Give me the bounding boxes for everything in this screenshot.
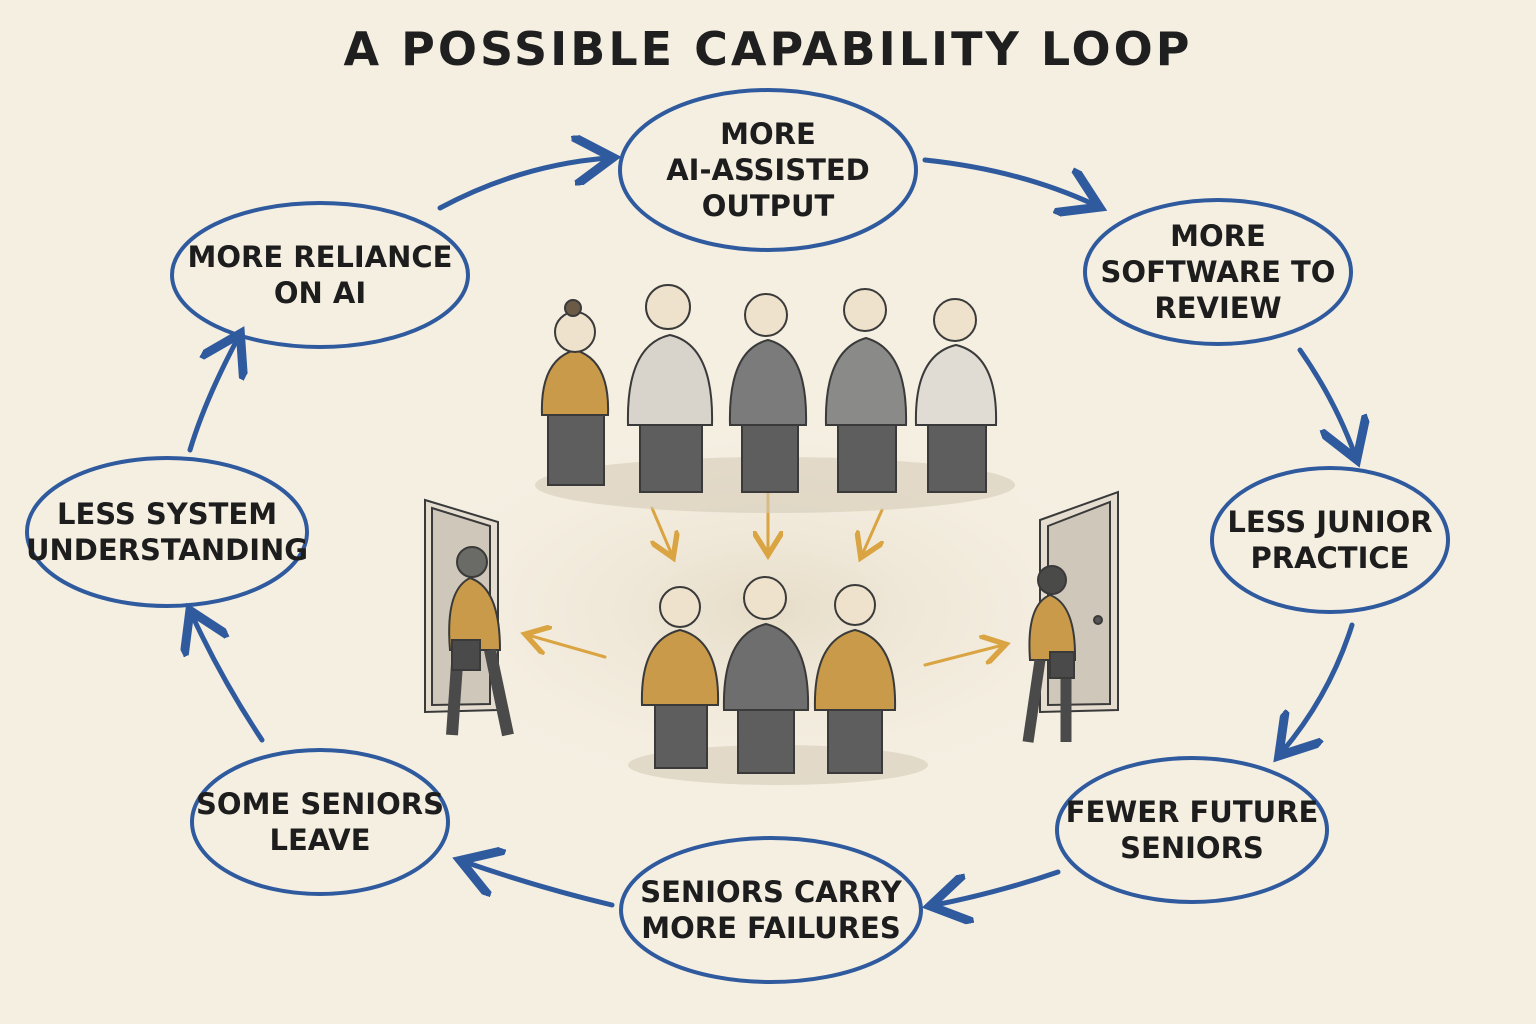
node-outline-reliance-ai (170, 201, 470, 349)
loop-arrows (190, 158, 1355, 905)
node-junior-practice: LESS JUNIOR PRACTICE (1212, 468, 1448, 612)
node-outline-software-review (1083, 198, 1353, 346)
node-label: MORE RELIANCE ON AI (187, 240, 453, 310)
arrow-out-left (528, 635, 607, 659)
arrow-down-right (862, 508, 882, 555)
right-exit-scene (1022, 490, 1119, 743)
arrow-future-to-failures (935, 869, 1061, 905)
node-reliance-ai: MORE RELIANCE ON AI (172, 203, 468, 347)
node-outline-future-seniors (1055, 756, 1329, 904)
node-outline-seniors-leave (190, 748, 450, 896)
person-man-beard-sweater-icon (722, 576, 810, 774)
upper-team-group (535, 284, 1015, 513)
diagram-title: A POSSIBLE CAPABILITY LOOP (343, 22, 1193, 76)
node-seniors-leave: SOME SENIORS LEAVE (192, 750, 448, 894)
person-man-hoodie-icon (824, 288, 908, 493)
node-software-review: MORE SOFTWARE TO REVIEW (1085, 200, 1351, 344)
person-leaving-left-icon (446, 546, 514, 737)
node-label: MORE AI-ASSISTED OUTPUT (666, 117, 870, 223)
arrow-reliance-to-output (437, 158, 608, 211)
arrow-down-left (652, 506, 672, 555)
arrow-out-right (923, 645, 1003, 667)
arrow-review-to-junior (1297, 347, 1355, 455)
arrow-output-to-review (922, 157, 1095, 205)
arrow-understanding-to-reliance (187, 338, 238, 453)
lower-team-group (628, 576, 928, 785)
loop-node-outlines (25, 88, 1450, 984)
node-label: FEWER FUTURE SENIORS (1065, 795, 1319, 865)
node-label: MORE SOFTWARE TO REVIEW (1100, 219, 1336, 325)
arrow-junior-to-future (1282, 622, 1355, 752)
node-seniors-failures: SENIORS CARRY MORE FAILURES (621, 838, 921, 982)
node-outline-system-understanding (25, 456, 309, 608)
person-man-jacket-icon (813, 584, 897, 774)
person-woman-bun-icon (540, 299, 610, 486)
node-outline-junior-practice (1210, 466, 1450, 614)
person-woman-blazer-icon (728, 293, 808, 493)
node-outline-seniors-failures (619, 836, 923, 984)
node-label: LESS SYSTEM UNDERSTANDING (25, 497, 309, 567)
person-woman-glasses-icon (640, 586, 720, 769)
node-ai-output: MORE AI-ASSISTED OUTPUT (620, 90, 916, 250)
arrow-leave-to-understanding (192, 615, 265, 743)
node-future-seniors: FEWER FUTURE SENIORS (1057, 758, 1327, 902)
arrow-failures-to-leave (465, 862, 615, 908)
node-label: LESS JUNIOR PRACTICE (1227, 505, 1433, 575)
person-leaving-right-icon (1022, 565, 1077, 743)
left-exit-scene (424, 498, 514, 737)
node-label: SOME SENIORS LEAVE (196, 787, 444, 857)
person-man-beard-icon (626, 284, 714, 493)
person-man-glasses-icon (914, 298, 998, 493)
node-system-understanding: LESS SYSTEM UNDERSTANDING (25, 458, 309, 606)
node-label: SENIORS CARRY MORE FAILURES (640, 875, 902, 945)
